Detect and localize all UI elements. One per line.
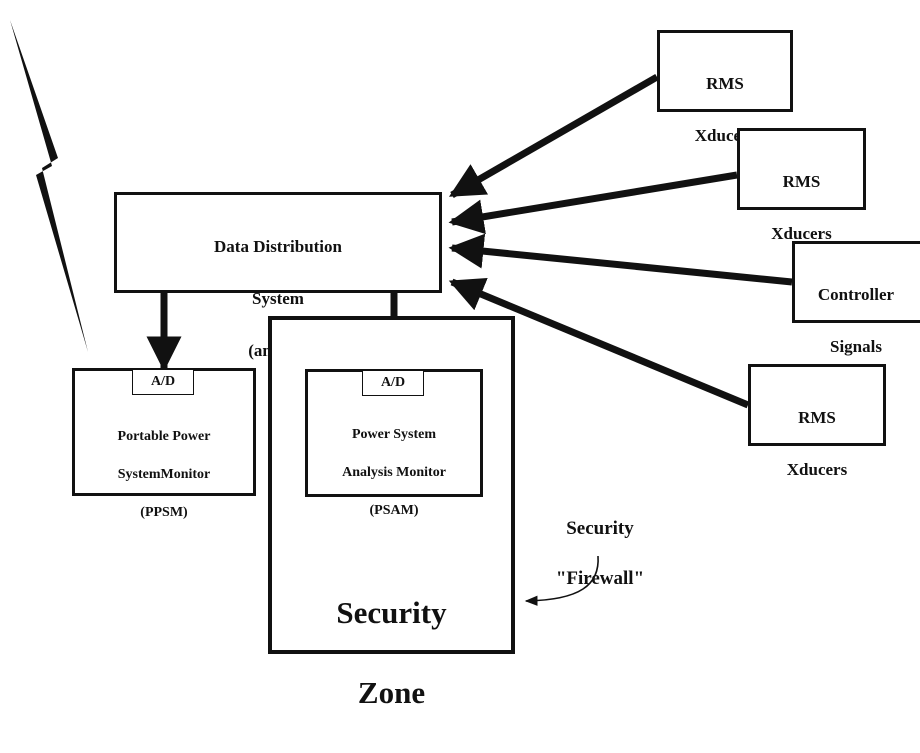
rms3-line2: Xducers xyxy=(786,460,848,479)
psam-line1: Power System xyxy=(351,427,437,442)
rms-xducers-box-3 xyxy=(748,364,886,446)
arrow-rms1-to-dds xyxy=(448,73,659,199)
ppsm-line2: SystemMonitor xyxy=(117,467,211,482)
dds-line2: System xyxy=(252,289,304,308)
psam-line2: Analysis Monitor xyxy=(342,465,446,480)
arrow-controller-to-dds xyxy=(448,233,793,286)
security-firewall-label: Security "Firewall" xyxy=(535,491,665,616)
lightning-bolt-icon xyxy=(10,20,88,352)
firewall-line1: Security xyxy=(566,518,634,539)
rms2-line2: Xducers xyxy=(771,224,832,243)
rms-xducers-box-2 xyxy=(737,128,866,210)
psam-ad-box xyxy=(362,370,424,396)
zone-line1: Security xyxy=(336,595,447,630)
psam-ad-label: A/D xyxy=(380,375,406,390)
controller-signals-label: Controller Signals xyxy=(795,256,917,386)
dds-line1: Data Distribution xyxy=(214,237,342,256)
rms-xducers-label-2: RMS Xducers xyxy=(737,143,866,273)
rms3-line1: RMS xyxy=(798,408,836,427)
security-zone-label: Security Zone xyxy=(268,553,515,753)
arrow-rms2-to-dds xyxy=(448,171,738,235)
ppsm-ad-label: A/D xyxy=(150,374,176,389)
controller-line1: Controller xyxy=(817,285,895,304)
psam-label: Power System Analysis Monitor (PSAM) xyxy=(305,406,483,539)
ppsm-ad-box xyxy=(132,369,194,395)
controller-signals-box xyxy=(792,241,920,323)
ppsm-label: Portable Power SystemMonitor (PPSM) xyxy=(72,408,256,541)
firewall-pointer-arrow xyxy=(524,555,599,606)
zone-line2: Zone xyxy=(357,675,426,710)
rms-xducers-box-1 xyxy=(657,30,793,112)
firewall-line2: "Firewall" xyxy=(555,568,645,589)
psam-line3: (PSAM) xyxy=(369,503,419,518)
rms1-line1: RMS xyxy=(706,74,744,93)
arrow-rms3-to-dds xyxy=(448,277,750,409)
controller-line2: Signals xyxy=(830,337,882,356)
ppsm-line3: (PPSM) xyxy=(140,505,188,520)
rms-xducers-label-3: RMS Xducers xyxy=(748,379,886,509)
rms2-line1: RMS xyxy=(782,172,821,191)
data-distribution-system-box xyxy=(114,192,442,293)
ppsm-line1: Portable Power xyxy=(117,429,211,444)
